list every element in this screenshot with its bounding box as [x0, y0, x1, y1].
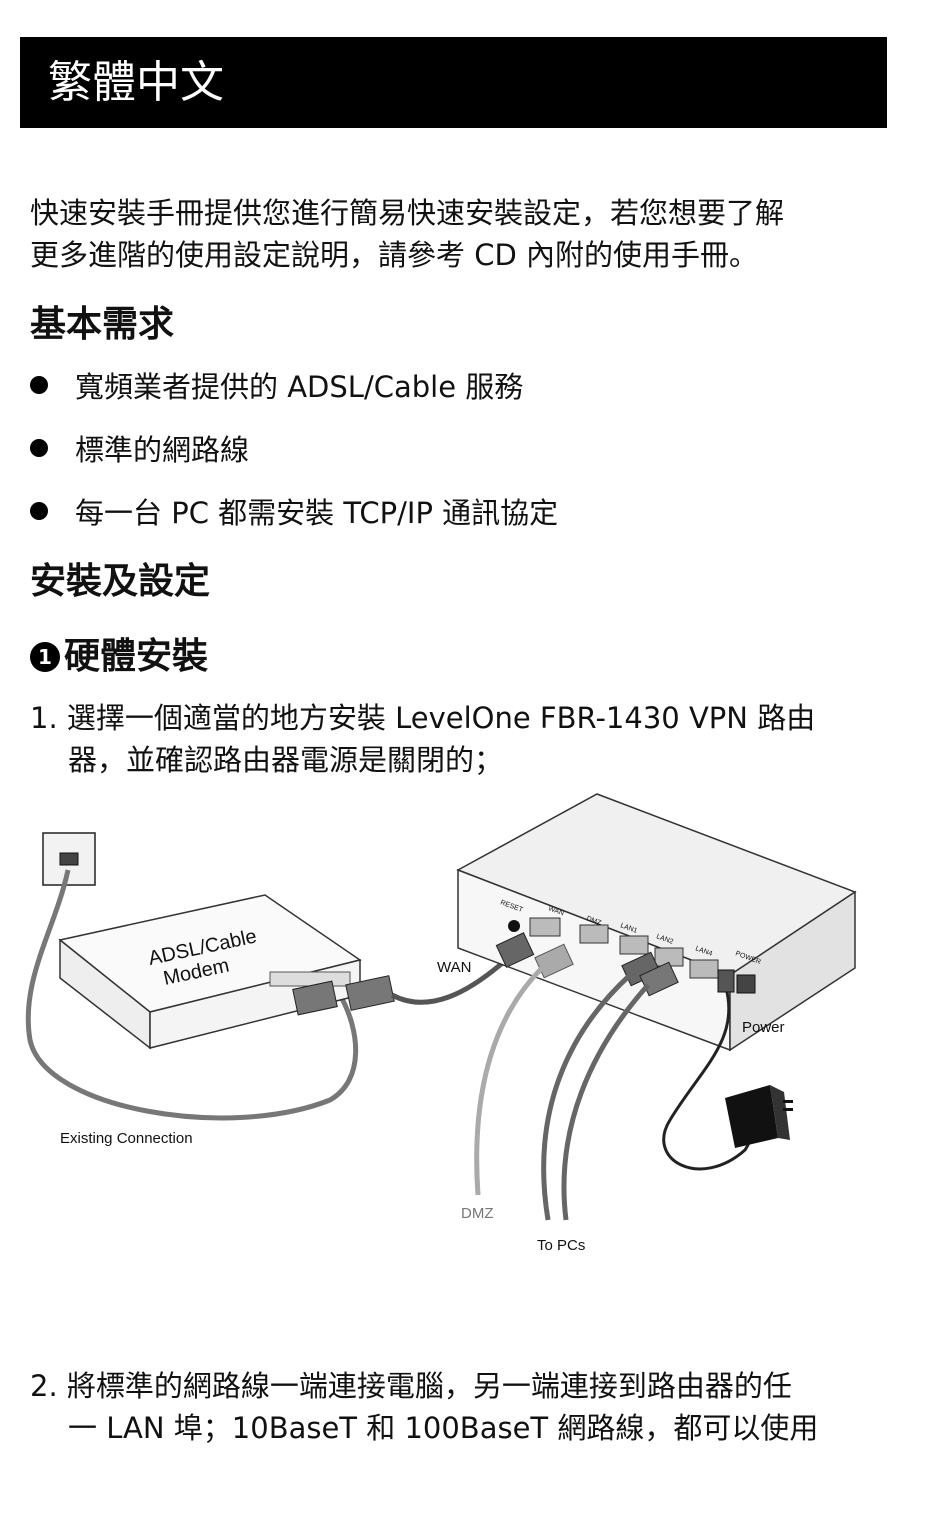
bullet-icon	[30, 439, 48, 457]
intro-line-2: 更多進階的使用設定說明，請參考 CD 內附的使用手冊。	[30, 238, 759, 272]
intro-line-1: 快速安裝手冊提供您進行簡易快速安裝設定，若您想要了解	[30, 196, 785, 230]
dmz-label: DMZ	[461, 1205, 494, 1222]
modem-plug-icon	[345, 975, 395, 1011]
requirement-item: 標準的網路線	[30, 430, 249, 470]
wall-jack-icon	[42, 832, 96, 886]
step-2-line-1: 2. 將標準的網路線一端連接電腦，另一端連接到路由器的任	[30, 1369, 792, 1403]
requirement-text: 寬頻業者提供的 ADSL/Cable 服務	[75, 370, 524, 404]
lan-cable	[561, 983, 650, 1221]
lan-cable	[541, 973, 632, 1221]
bullet-icon	[30, 376, 48, 394]
language-banner: 繁體中文	[20, 37, 887, 128]
intro-paragraph: 快速安裝手冊提供您進行簡易快速安裝設定，若您想要了解 更多進階的使用設定說明，請…	[30, 192, 900, 276]
step-1-line-2: 器，並確認路由器電源是關閉的；	[68, 743, 504, 777]
requirement-text: 每一台 PC 都需安裝 TCP/IP 通訊協定	[75, 496, 559, 530]
router-icon	[456, 793, 857, 1052]
modem-plug-icon	[292, 980, 338, 1016]
power-label: Power	[742, 1019, 785, 1036]
existing-connection-cable	[25, 869, 359, 1121]
step-number-icon: 1	[30, 642, 60, 672]
wan-label: WAN	[437, 959, 471, 976]
existing-connection-label: Existing Connection	[60, 1130, 193, 1147]
requirement-text: 標準的網路線	[75, 433, 250, 467]
step-1-line-1: 1. 選擇一個適當的地方安裝 LevelOne FBR-1430 VPN 路由	[30, 701, 816, 735]
topcs-label: To PCs	[537, 1237, 585, 1254]
step-2-line-2: 一 LAN 埠；10BaseT 和 100BaseT 網路線，都可以使用	[68, 1411, 819, 1445]
step-1: 1. 選擇一個適當的地方安裝 LevelOne FBR-1430 VPN 路由 …	[30, 697, 815, 781]
wan-plug-icon	[495, 932, 535, 968]
dmz-cable	[474, 966, 544, 1196]
bullet-icon	[30, 502, 48, 520]
step-2: 2. 將標準的網路線一端連接電腦，另一端連接到路由器的任 一 LAN 埠；10B…	[30, 1365, 818, 1449]
requirement-item: 寬頻業者提供的 ADSL/Cable 服務	[30, 367, 523, 407]
requirements-heading: 基本需求	[30, 303, 175, 345]
install-heading: 安裝及設定	[30, 560, 211, 602]
hardware-heading-text: 硬體安裝	[64, 635, 209, 677]
banner-title: 繁體中文	[48, 57, 224, 108]
hardware-connection-diagram: ADSL/Cable Modem WAN RESET WAN DMZ LAN1 …	[25, 793, 857, 1254]
power-adapter-icon	[725, 1085, 793, 1148]
power-plug-icon	[717, 969, 735, 993]
requirement-item: 每一台 PC 都需安裝 TCP/IP 通訊協定	[30, 493, 558, 533]
